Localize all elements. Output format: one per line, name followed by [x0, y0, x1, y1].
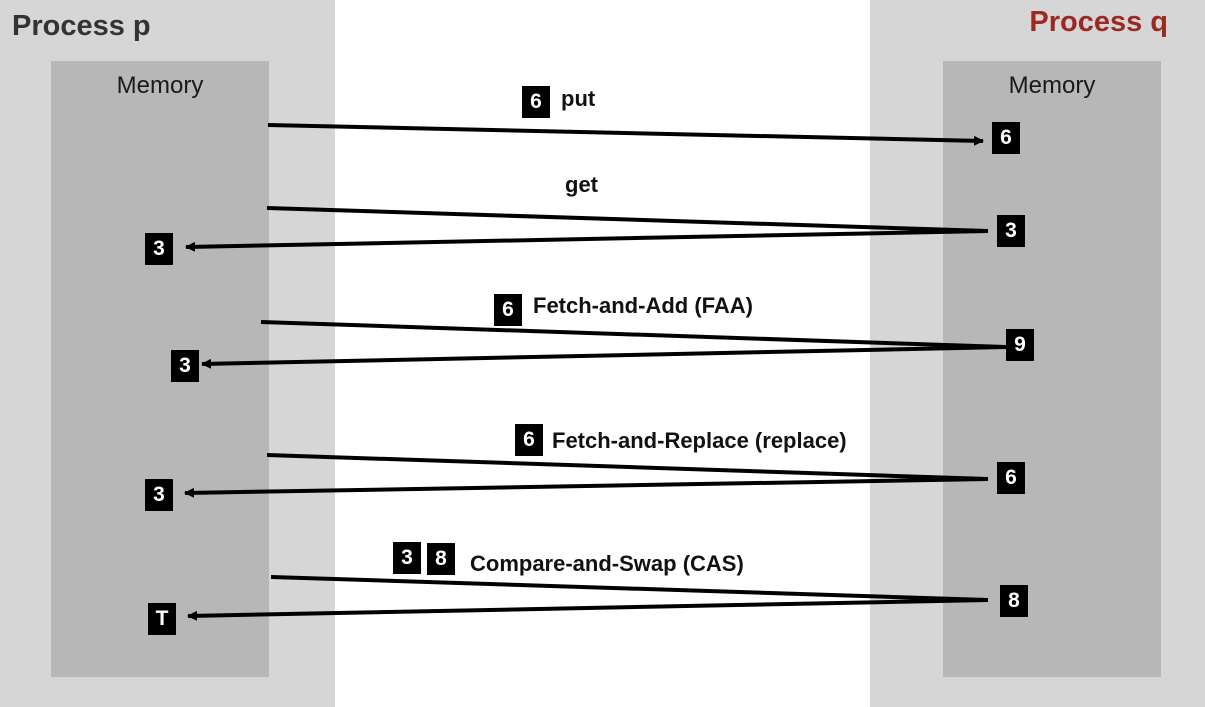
replace-label: Fetch-and-Replace (replace)	[552, 428, 847, 453]
cas-swap-box: 8	[427, 543, 455, 575]
faa-reply-arrow	[201, 345, 1007, 369]
put-remote-value-box: 6	[992, 122, 1020, 154]
faa-request-line	[260, 320, 1007, 349]
get-label: get	[565, 172, 598, 197]
faa-label: Fetch-and-Add (FAA)	[533, 293, 753, 318]
cas-returned-box: T	[148, 603, 176, 635]
put-request-arrow	[267, 123, 984, 146]
put-arg-box: 6	[522, 86, 550, 118]
faa-arg-box: 6	[494, 294, 522, 326]
process-p-title: Process p	[12, 10, 151, 42]
faa-returned-box: 3	[171, 350, 199, 382]
get-reply-arrow	[185, 229, 989, 252]
cas-request-line	[270, 575, 989, 602]
replace-returned-box: 3	[145, 479, 173, 511]
faa-remote-value-box: 9	[1006, 329, 1034, 361]
process-q-title: Process q	[1029, 6, 1168, 38]
replace-arg-box: 6	[515, 424, 543, 456]
cas-compare-box: 3	[393, 542, 421, 574]
process-p-memory	[51, 61, 269, 677]
replace-remote-value-box: 6	[997, 462, 1025, 494]
cas-reply-arrow	[187, 598, 989, 621]
cas-label: Compare-and-Swap (CAS)	[470, 551, 744, 576]
replace-reply-arrow	[184, 477, 989, 498]
get-returned-box: 3	[145, 233, 173, 265]
process-p-memory-label: Memory	[116, 72, 204, 99]
put-label: put	[561, 86, 596, 111]
get-request-line	[266, 206, 989, 233]
get-remote-value-box: 3	[997, 215, 1025, 247]
process-q-memory-label: Memory	[1008, 72, 1096, 99]
cas-remote-value-box: 8	[1000, 585, 1028, 617]
replace-request-line	[266, 453, 989, 481]
process-q-memory	[943, 61, 1161, 677]
